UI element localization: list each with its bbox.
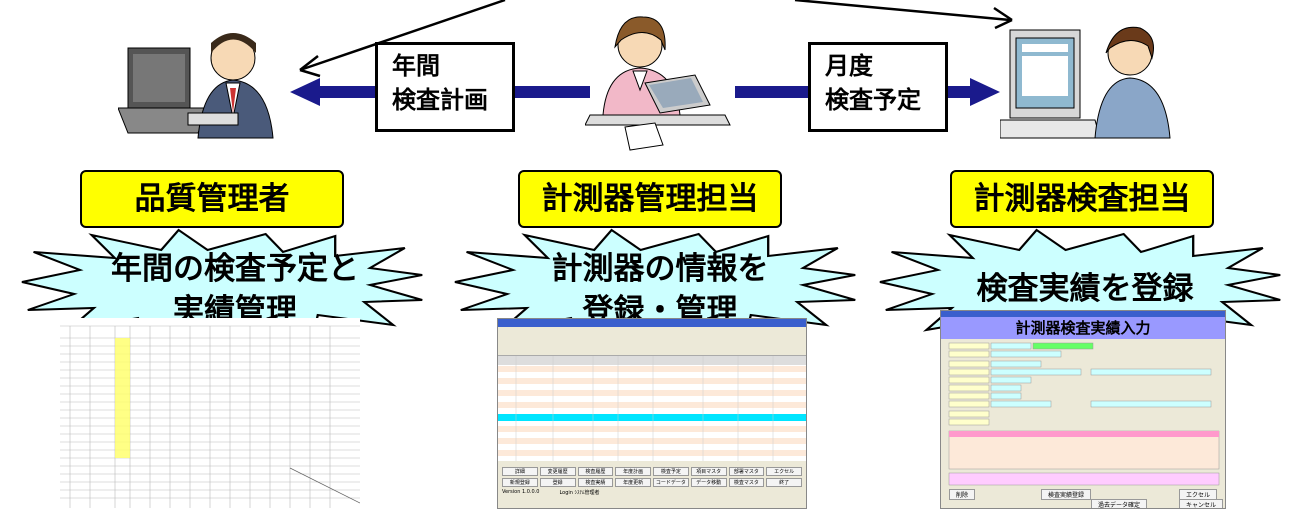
instrument-admin-illustration xyxy=(585,16,731,151)
btn-annual-update[interactable]: 年度更新 xyxy=(615,478,651,487)
list-filter-area xyxy=(498,327,806,356)
list-titlebar xyxy=(498,319,806,327)
btn-excel[interactable]: エクセル xyxy=(766,467,802,476)
burst-center-line1: 計測器の情報を xyxy=(551,251,769,287)
btn-detail[interactable]: 詳細 xyxy=(502,467,538,476)
entry-buttons: 削除 検査実績登録 過去データ確定 エクセル キャンセル xyxy=(941,487,1225,508)
monthly-schedule-box: 月度 検査予定 xyxy=(808,42,948,132)
btn-data-move[interactable]: データ移動 xyxy=(690,478,727,487)
btn-annual-plan[interactable]: 年度計画 xyxy=(615,467,651,476)
btn-exit[interactable]: 終了 xyxy=(766,478,802,487)
btn-item-master[interactable]: 項目マスタ xyxy=(690,467,727,476)
list-table xyxy=(498,356,806,461)
list-button-row1: 詳細 変更履歴 検査履歴 年度計画 検査予定 項目マスタ 部署マスタ エクセル xyxy=(498,461,806,477)
btn-register[interactable]: 登録 xyxy=(539,478,576,487)
annual-plan-line2: 検査計画 xyxy=(392,86,488,114)
annual-plan-line1: 年間 xyxy=(392,52,440,80)
instrument-list-window: 詳細 変更履歴 検査履歴 年度計画 検査予定 項目マスタ 部署マスタ エクセル … xyxy=(497,318,807,509)
role-quality-manager: 品質管理者 xyxy=(80,170,344,228)
curve-arrow-left-head xyxy=(299,55,321,78)
burst-right-line1: 検査実績を登録 xyxy=(976,271,1194,307)
status-version: Version 1.0.0.0 xyxy=(502,489,540,495)
btn-new[interactable]: 新規登録 xyxy=(502,478,538,487)
btn-inspection-master[interactable]: 検査マスタ xyxy=(728,478,765,487)
btn-cancel[interactable]: キャンセル xyxy=(1179,499,1224,508)
inspection-entry-window: 計測器検査実績入力 削除 検査実績登録 過去データ確定 エクセル キャンセル xyxy=(940,310,1226,509)
btn-inspection-results[interactable]: 検査実績 xyxy=(577,478,614,487)
instrument-inspector-illustration xyxy=(1000,26,1171,139)
entry-title: 計測器検査実績入力 xyxy=(1015,319,1151,337)
annual-plan-box: 年間 検査計画 xyxy=(375,42,515,132)
annual-schedule-spreadsheet xyxy=(60,318,360,508)
btn-code-data[interactable]: コードデータ xyxy=(653,478,689,487)
status-login: Login ｼｽﾃﾑ管理者 xyxy=(559,490,600,496)
btn-delete[interactable]: 削除 xyxy=(949,489,976,500)
role-instrument-admin: 計測器管理担当 xyxy=(518,170,782,228)
btn-inspection-history[interactable]: 検査履歴 xyxy=(577,467,614,476)
list-button-row2: 新規登録 登録 検査実績 年度更新 コードデータ データ移動 検査マスタ 終了 xyxy=(498,477,806,488)
spreadsheet-grid xyxy=(60,318,360,508)
btn-change-history[interactable]: 変更履歴 xyxy=(539,467,576,476)
btn-save-results[interactable]: 検査実績登録 xyxy=(1041,489,1092,500)
burst-right-text: 検査実績を登録 xyxy=(920,268,1250,310)
btn-confirm-past[interactable]: 過去データ確定 xyxy=(1091,499,1148,508)
curve-arrow-left xyxy=(299,0,506,72)
entry-titlebar xyxy=(941,311,1225,317)
quality-manager-illustration xyxy=(118,33,274,139)
curve-arrow-right-head xyxy=(993,6,1013,30)
burst-left-line1: 年間の検査予定と xyxy=(111,251,359,287)
role-instrument-inspector: 計測器検査担当 xyxy=(950,170,1214,228)
entry-form-fields xyxy=(948,342,1220,486)
btn-dept-master[interactable]: 部署マスタ xyxy=(728,467,765,476)
entry-title-bar: 計測器検査実績入力 xyxy=(941,317,1225,339)
list-statusbar: Version 1.0.0.0 Login ｼｽﾃﾑ管理者 xyxy=(498,488,806,497)
monthly-schedule-line2: 検査予定 xyxy=(825,86,921,114)
btn-inspection-schedule[interactable]: 検査予定 xyxy=(653,467,689,476)
curve-arrow-right xyxy=(794,0,1011,22)
monthly-schedule-line1: 月度 xyxy=(825,52,873,80)
